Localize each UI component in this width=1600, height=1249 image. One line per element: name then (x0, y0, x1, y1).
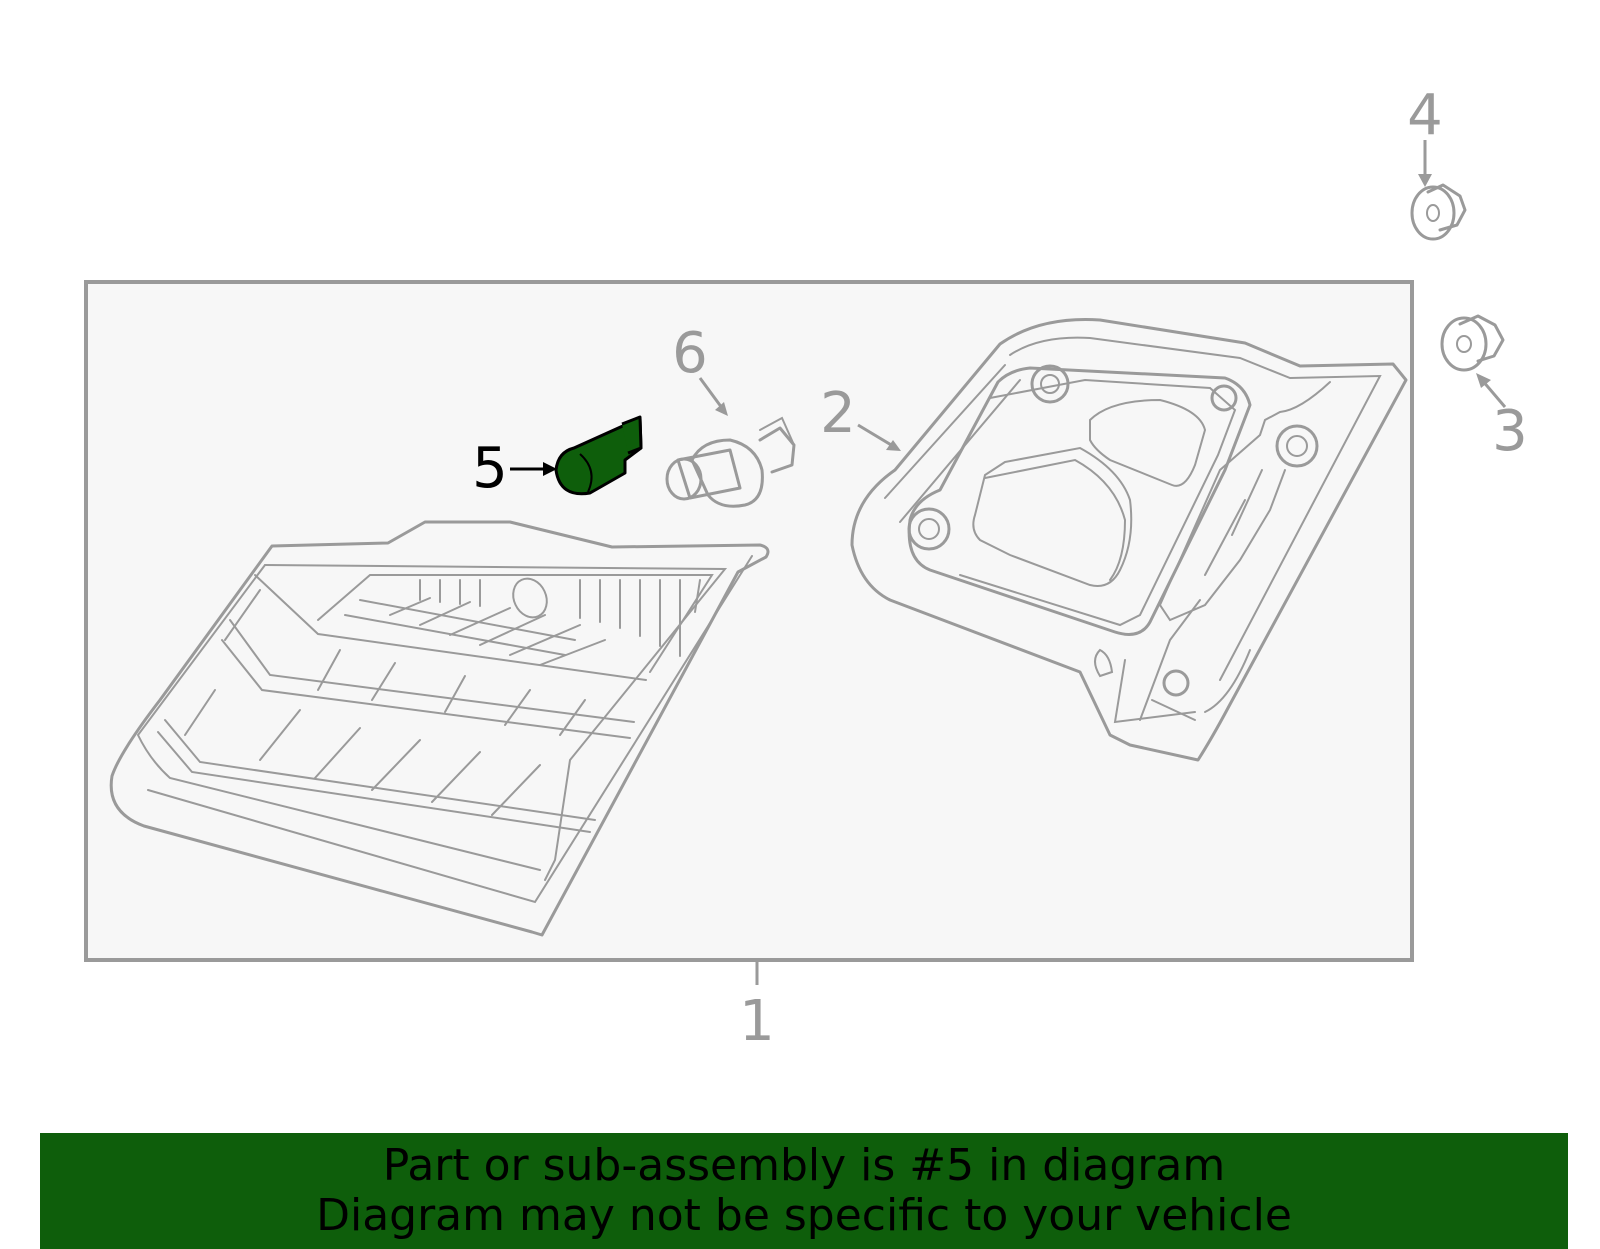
info-banner: Part or sub-assembly is #5 in diagram Di… (40, 1133, 1568, 1249)
callout-3-arrowhead (1476, 373, 1491, 388)
nut-part-3 (1440, 314, 1505, 372)
callout-4: 4 (1407, 83, 1443, 148)
callout-6: 6 (672, 321, 708, 386)
bulb-highlighted (554, 415, 643, 496)
callout-6-arrowhead (715, 402, 728, 416)
callout-6-leader (698, 377, 724, 409)
callout-2-arrowhead (886, 440, 901, 451)
assembly-box (84, 280, 1414, 962)
callout-2: 2 (820, 381, 856, 446)
callout-3-leader (1480, 379, 1507, 408)
callout-5-arrowhead (543, 462, 557, 476)
banner-line-1: Part or sub-assembly is #5 in diagram (382, 1140, 1226, 1191)
tail-lamp-lens (109, 520, 770, 937)
banner-line-2: Diagram may not be specific to your vehi… (316, 1190, 1292, 1241)
nut-part-4 (1410, 183, 1467, 241)
callout-2-leader (857, 423, 894, 448)
callout-3: 3 (1492, 399, 1528, 464)
bulb-socket (665, 416, 796, 508)
callout-1: 1 (739, 989, 775, 1054)
banner-background (40, 1133, 1568, 1249)
callout-5: 5 (472, 436, 508, 501)
callout-4-arrowhead (1418, 174, 1432, 187)
lamp-housing (850, 318, 1408, 762)
